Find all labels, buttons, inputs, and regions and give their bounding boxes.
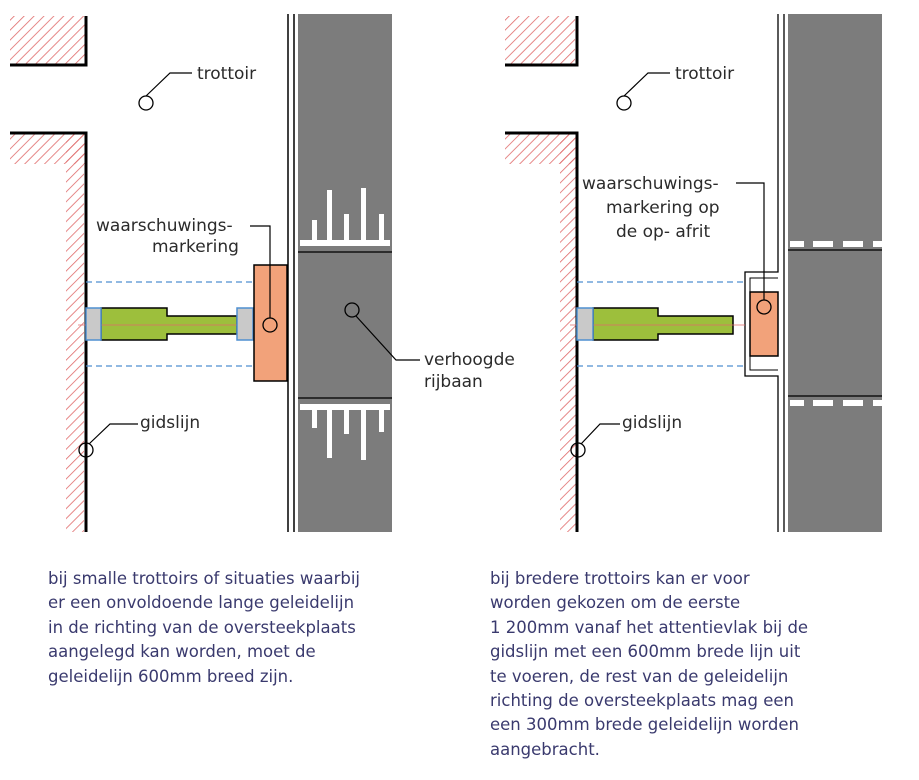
building-hatch-top [10, 16, 85, 64]
attention-tile [576, 307, 594, 341]
building-outline-top [10, 16, 88, 67]
label-raised-road-1: verhoogde [424, 350, 515, 370]
left-panel: trottoir waarschuwings- markering verhoo… [0, 0, 515, 532]
right-note-line: gidslijn met een 600mm brede lijn uit [490, 642, 801, 662]
curb-line [744, 14, 779, 532]
label-sidewalk: trottoir [675, 64, 734, 84]
label-warning-3: de op- afrit [616, 222, 710, 242]
lane-marking-bottom [790, 400, 882, 406]
guideline-marker [78, 442, 94, 458]
right-note-line: te voeren, de rest van de geleidelijn [490, 666, 789, 686]
guide-line-600 [100, 307, 238, 341]
sidewalk-marker [138, 95, 154, 111]
building-outline [10, 131, 88, 532]
building-hatch-top [505, 16, 575, 64]
building-hatch-left [560, 134, 576, 532]
label-guideline: gidslijn [140, 413, 200, 433]
building-outline-top [505, 16, 579, 67]
right-note-line: aangebracht. [490, 739, 600, 759]
attention-tile [236, 307, 254, 341]
label-warning-2: markering op [606, 198, 720, 218]
left-note-line: in de richting van de oversteekplaats [48, 617, 356, 637]
label-raised-road-2: rijbaan [424, 372, 483, 392]
raised-road-marker [344, 302, 360, 318]
left-note-line: geleidelijn 600mm breed zijn. [48, 666, 294, 686]
guideline-marker [570, 442, 586, 458]
right-note: bij bredere trottoirs kan er voor worden… [490, 567, 808, 762]
label-warning-1: waarschuwings- [96, 216, 233, 236]
road [788, 14, 882, 532]
lane-marking-top [790, 241, 882, 247]
sidewalk-marker [616, 95, 632, 111]
road-marking-bottom [300, 404, 390, 460]
right-note-line: worden gekozen om de eerste [490, 593, 741, 613]
road-marking-top [300, 188, 390, 246]
right-note-line: een 300mm brede geleidelijn worden [490, 715, 799, 735]
label-guideline: gidslijn [622, 413, 682, 433]
right-note-line: 1 200mm vanaf het attentievlak bij de [490, 617, 809, 637]
building-hatch-left [66, 134, 84, 532]
left-note: bij smalle trottoirs of situaties waarbi… [48, 567, 360, 689]
right-note-line: bij bredere trottoirs kan er voor [490, 569, 750, 588]
attention-tile [85, 307, 102, 341]
left-note-line: er een onvoldoende lange geleidelijn [48, 593, 355, 613]
left-note-line: aangelegd kan worden, moet de [48, 642, 316, 662]
right-panel: trottoir waarschuwings- markering op de … [500, 0, 882, 532]
label-warning-1: waarschuwings- [582, 174, 719, 194]
warning-marking [749, 291, 779, 357]
label-sidewalk: trottoir [197, 64, 256, 84]
right-note-line: richting de oversteekplaats mag een [490, 691, 794, 711]
guide-line-mixed [592, 307, 734, 341]
building-outline [505, 131, 579, 532]
label-warning-2: markering [152, 237, 239, 257]
road [298, 14, 392, 532]
left-note-line: bij smalle trottoirs of situaties waarbi… [48, 569, 361, 588]
